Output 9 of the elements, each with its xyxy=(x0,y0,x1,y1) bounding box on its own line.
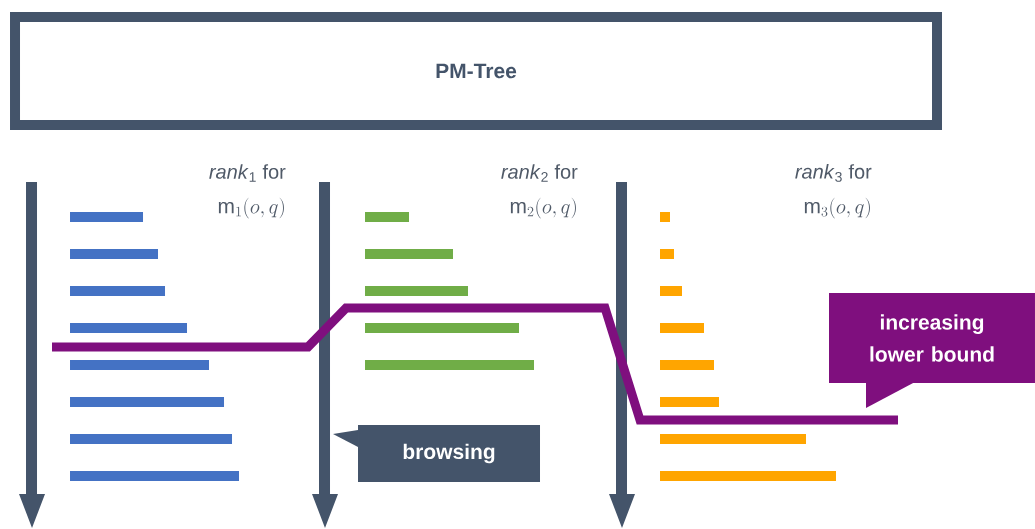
column-label: rank$_{1}$ for xyxy=(209,164,286,182)
callout-box: browsing xyxy=(333,425,540,482)
column-label: rank$_{2}$ for xyxy=(501,164,578,182)
callout-box: increasing lower bound xyxy=(829,293,1035,408)
title-box: PM-Tree xyxy=(10,12,942,130)
formula: $\mathrm{m}_2(o,q)$ xyxy=(510,197,576,219)
formula: $\mathrm{m}_3(o,q)$ xyxy=(804,197,870,219)
formula: $\mathrm{m}_1(o,q)$ xyxy=(218,197,284,219)
column-label: rank$_{3}$ for xyxy=(795,164,872,182)
